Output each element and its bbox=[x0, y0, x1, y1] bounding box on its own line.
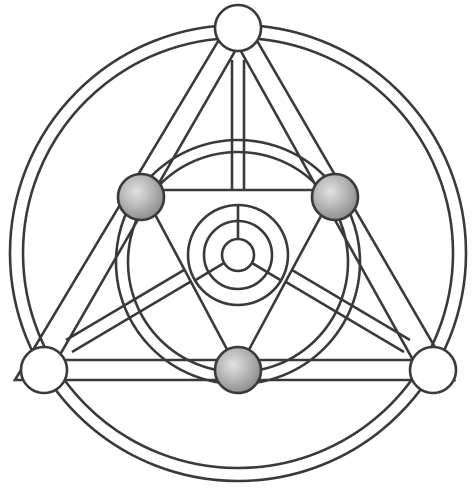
inner-right-node bbox=[310, 172, 360, 222]
right-spoke-line-a bbox=[285, 280, 405, 354]
top-vertex-node bbox=[213, 3, 263, 53]
vertex-nodes bbox=[19, 3, 458, 395]
right-spoke-line-b bbox=[291, 268, 411, 342]
center-spoke-right bbox=[251, 261, 283, 283]
center-emblem bbox=[186, 203, 290, 307]
inner-bottom-node bbox=[213, 345, 263, 395]
left-spoke-line-a bbox=[71, 280, 191, 354]
center-spoke-left bbox=[193, 261, 225, 283]
lobe-spokes bbox=[65, 60, 411, 354]
inner-triangle-line bbox=[139, 188, 338, 373]
left-spoke-line-b bbox=[65, 268, 185, 342]
inner-left-node bbox=[116, 172, 166, 222]
inner-nodes bbox=[116, 172, 360, 395]
outer-triangle bbox=[12, 5, 457, 382]
left-vertex-node bbox=[19, 345, 69, 395]
inner-triangle bbox=[139, 188, 338, 373]
outer-triangle-outer-line bbox=[12, 5, 457, 382]
center-inner-ring bbox=[220, 237, 256, 273]
outer-ring-inner-line bbox=[21, 36, 455, 470]
outer-ring-line bbox=[8, 23, 468, 483]
right-vertex-node bbox=[408, 345, 458, 395]
outer-double-ring bbox=[8, 23, 468, 483]
